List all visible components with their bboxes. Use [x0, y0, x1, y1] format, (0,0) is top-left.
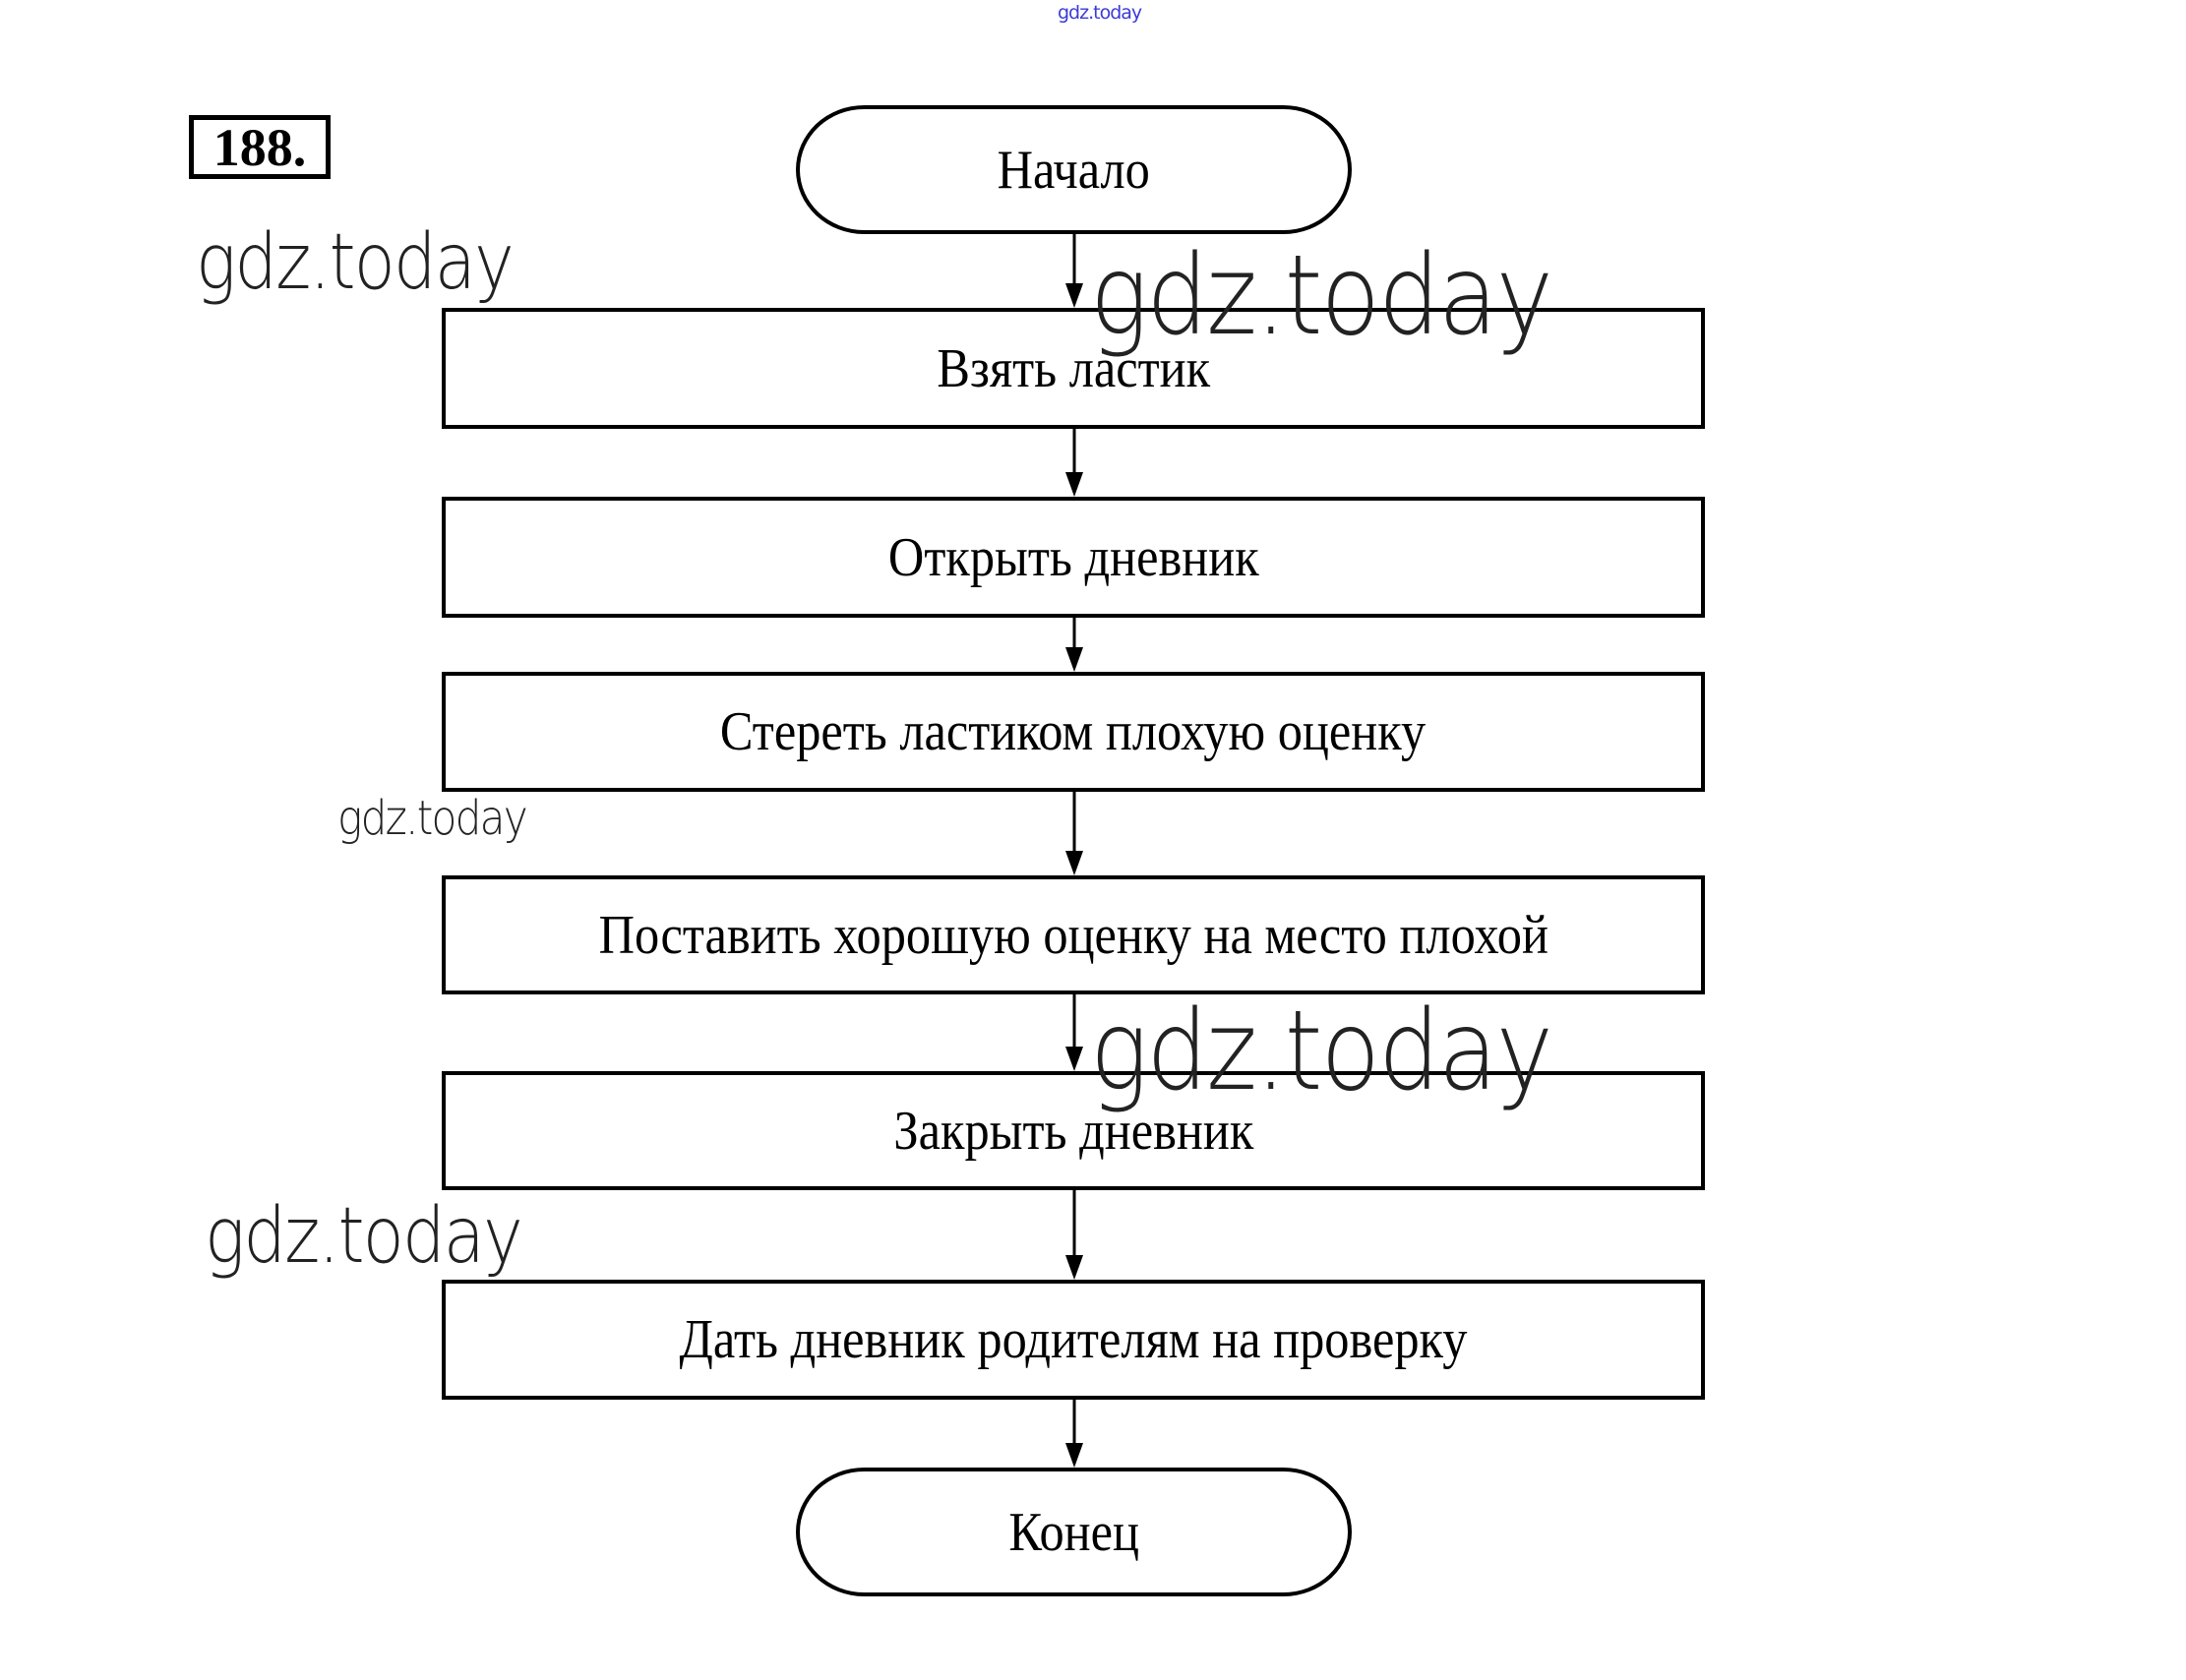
step-label: Открыть дневник [887, 526, 1259, 588]
step-label: Закрыть дневник [893, 1100, 1253, 1162]
process-step: Стереть ластиком плохую оценку [442, 672, 1705, 792]
watermark: gdz.today [1090, 988, 1553, 1115]
process-step: Закрыть дневник [442, 1071, 1705, 1190]
watermark: gdz.today [196, 218, 515, 307]
start-terminator: Начало [796, 105, 1352, 234]
arrowhead [1065, 1255, 1083, 1280]
arrowhead [1065, 1047, 1083, 1071]
process-step: Взять ластик [442, 308, 1705, 429]
process-step: Поставить хорошую оценку на место плохой [442, 875, 1705, 994]
arrowhead [1065, 647, 1083, 672]
process-step: Дать дневник родителям на проверку [442, 1280, 1705, 1400]
arrowhead [1065, 851, 1083, 875]
end-terminator: Конец [796, 1468, 1352, 1596]
step-label: Поставить хорошую оценку на место плохой [598, 904, 1548, 966]
exercise-number-text: 188. [213, 117, 307, 177]
arrowhead [1065, 472, 1083, 497]
watermark: gdz.today [1090, 232, 1553, 360]
process-step: Открыть дневник [442, 497, 1705, 618]
arrowhead [1065, 1443, 1083, 1468]
step-label: Стереть ластиком плохую оценку [720, 701, 1427, 762]
end-label: Конец [1008, 1501, 1139, 1563]
start-label: Начало [997, 139, 1151, 201]
watermark: gdz.today [205, 1192, 523, 1281]
watermark: gdz.today [337, 791, 528, 846]
exercise-number: 188. [189, 115, 331, 179]
step-label: Взять ластик [937, 337, 1210, 399]
arrowhead [1065, 283, 1083, 308]
step-label: Дать дневник родителям на проверку [679, 1309, 1468, 1370]
site-mark[interactable]: gdz.today [1058, 2, 1142, 24]
